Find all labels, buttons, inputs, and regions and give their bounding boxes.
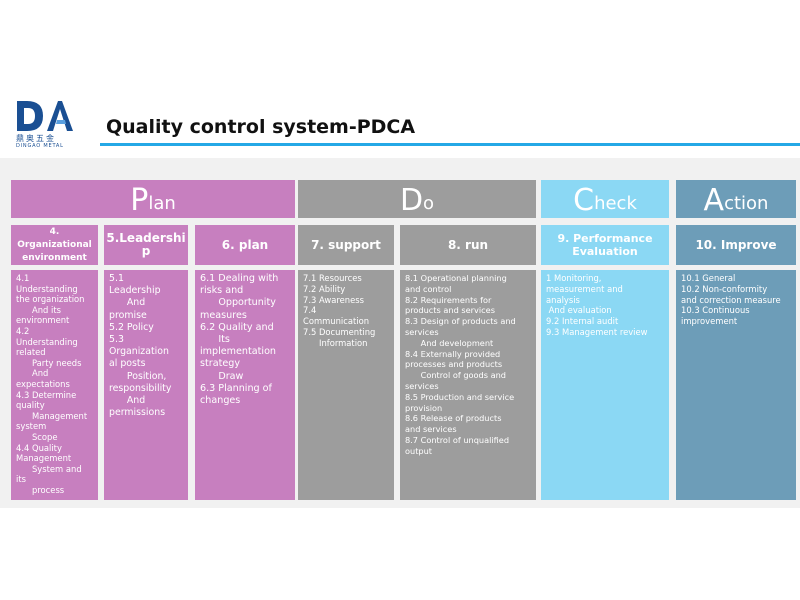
column-header-improve: 10. Improve: [676, 225, 796, 265]
logo-chinese-name: 鼎奥五金: [16, 134, 56, 143]
column-header-text: 7. support: [311, 237, 381, 252]
column-body-organizational-environment: 4.1 Understanding the organization And i…: [11, 270, 98, 500]
phase-initial: P: [130, 183, 149, 218]
column-header-performance-evaluation: 9. Performance Evaluation: [541, 225, 669, 265]
column-body-run: 8.1 Operational planning and control 8.2…: [400, 270, 536, 500]
column-header-leadership: 5.Leadershi p: [104, 225, 188, 265]
column-header-text: 6. plan: [221, 237, 269, 252]
page-title: Quality control system-PDCA: [106, 116, 416, 138]
column-header-plan: 6. plan: [195, 225, 295, 265]
company-logo: 鼎奥五金 DINGAO METAL: [14, 100, 78, 150]
column-header-text: 4. Organizational environment: [17, 226, 92, 263]
phase-rest: ction: [724, 193, 769, 214]
column-body-improve: 10.1 General 10.2 Non-conformity and cor…: [676, 270, 796, 500]
column-body-performance-evaluation: 1 Monitoring, measurement and analysis A…: [541, 270, 669, 500]
phase-initial: A: [703, 183, 725, 218]
logo-mark-icon: [17, 101, 73, 131]
column-header-text: 8. run: [447, 237, 489, 252]
column-header-support: 7. support: [298, 225, 394, 265]
column-header-organizational-environment: 4. Organizational environment: [11, 225, 98, 265]
column-header-text: 10. Improve: [695, 237, 777, 252]
phase-rest: o: [423, 193, 435, 214]
column-header-text: 5.Leadershi p: [106, 231, 186, 258]
phase-rest: heck: [594, 193, 637, 214]
column-header-run: 8. run: [400, 225, 536, 265]
column-header-text: 9. Performance Evaluation: [557, 232, 653, 258]
column-body-leadership: 5.1 Leadership And promise 5.2 Policy 5.…: [104, 270, 188, 500]
phase-rest: lan: [148, 193, 176, 214]
phase-initial: D: [399, 183, 424, 218]
title-underline: [100, 143, 800, 146]
column-body-support: 7.1 Resources 7.2 Ability 7.3 Awareness …: [298, 270, 394, 500]
column-body-plan: 6.1 Dealing with risks and Opportunity m…: [195, 270, 295, 500]
logo-english-name: DINGAO METAL: [16, 143, 64, 149]
phase-initial: C: [573, 183, 595, 218]
